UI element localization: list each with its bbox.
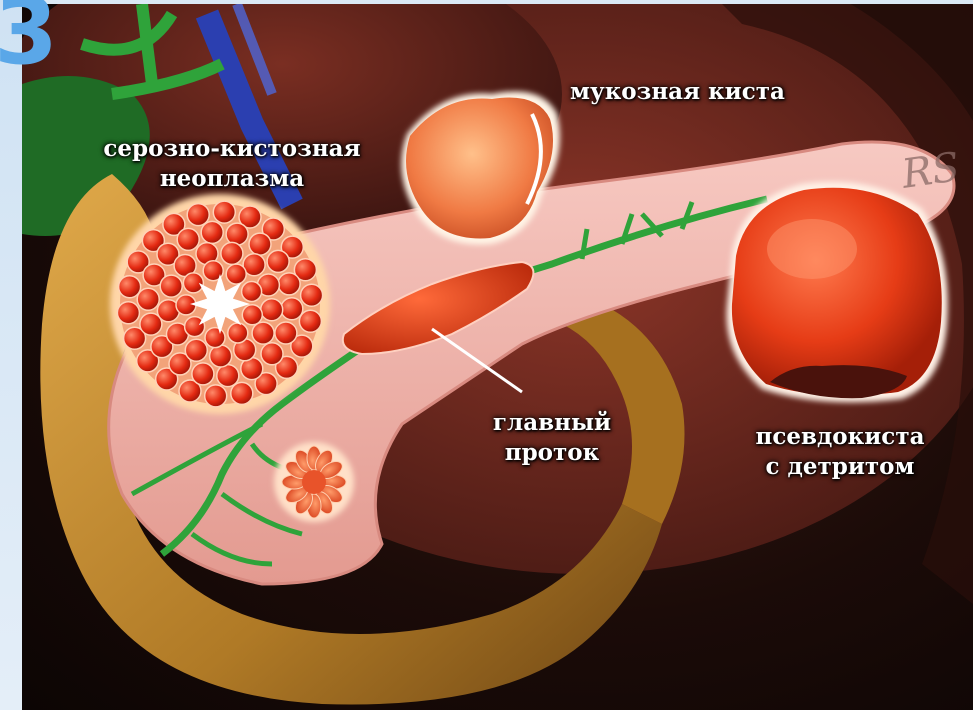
small-lesion <box>274 442 354 522</box>
label-pseudocyst-line2: с детритом <box>740 452 940 482</box>
label-serous-neoplasm-line1: серозно-кистозная <box>72 134 392 164</box>
label-pseudocyst: псевдокиста с детритом <box>740 422 940 482</box>
label-serous-neoplasm-line2: неоплазма <box>72 164 392 194</box>
artist-signature: RS <box>899 144 962 198</box>
left-border-strip <box>0 0 22 710</box>
pseudocyst <box>726 182 947 403</box>
label-main-duct-line1: главный <box>462 408 642 438</box>
label-serous-neoplasm: серозно-кистозная неоплазма <box>72 134 392 194</box>
label-pseudocyst-line1: псевдокиста <box>740 422 940 452</box>
label-main-duct-line2: проток <box>462 438 642 468</box>
corner-slide-number: 3 <box>0 0 134 66</box>
serous-cystic-neoplasm <box>110 194 330 414</box>
pancreas-illustration: мукозная киста серозно-кистозная неоплаз… <box>22 4 973 710</box>
anatomy-drawing <box>22 4 973 710</box>
label-mucous-cyst: мукозная киста <box>570 77 785 107</box>
label-main-duct: главный проток <box>462 408 642 468</box>
